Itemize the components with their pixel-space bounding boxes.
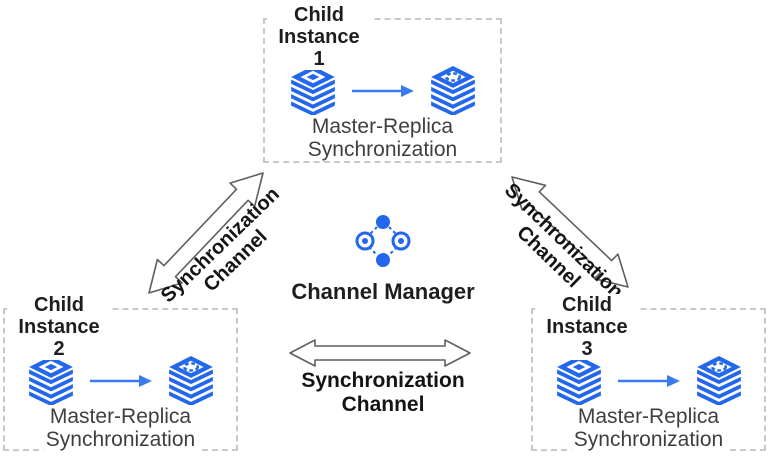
instance-title-line: Instance (546, 316, 628, 338)
sync-channel-label-bottom: Synchronization Channel (263, 369, 503, 417)
instance-title-line: Instance (278, 26, 360, 48)
instance-number: 3 (581, 338, 593, 360)
replication-arrow-icon (89, 375, 152, 387)
caption-line: Master-Replica (577, 405, 720, 428)
master-replica-row (265, 66, 500, 116)
instance-title-line: Instance (18, 316, 100, 338)
database-replica-icon (696, 356, 741, 406)
database-replica-icon (168, 356, 213, 406)
caption-line: Master-Replica (311, 115, 454, 138)
replication-arrow-icon (351, 85, 414, 97)
instance-title-line: Child (562, 294, 612, 316)
instance-title-line: Child (294, 4, 344, 26)
caption-line: Synchronization (307, 138, 458, 161)
master-replica-caption: Master-Replica Synchronization (42, 405, 199, 451)
replication-arrow-icon (617, 375, 680, 387)
instance-number: 1 (313, 48, 325, 70)
child-instance-2-title: Child Instance 2 (7, 294, 111, 360)
caption-line: Master-Replica (49, 405, 192, 428)
child-instance-1-box: Child Instance 1 Master-Replica Synchron… (263, 4, 502, 163)
channel-label-line: Synchronization (301, 369, 465, 392)
child-instance-3-box: Child Instance 3 Master-Replica Synchron… (531, 294, 766, 451)
master-replica-caption: Master-Replica Synchronization (570, 405, 727, 451)
database-replica-icon (430, 66, 475, 116)
channel-manager-hub-icon (355, 215, 411, 267)
child-instance-3-title: Child Instance 3 (535, 294, 639, 360)
caption-line: Synchronization (573, 428, 724, 451)
database-master-icon (28, 356, 73, 406)
sync-channel-arrow-right (511, 176, 629, 288)
master-replica-caption: Master-Replica Synchronization (304, 115, 461, 161)
database-master-icon (290, 66, 335, 116)
sync-channel-arrow-left (148, 172, 264, 294)
master-replica-row (5, 356, 236, 406)
channel-manager-label: Channel Manager (291, 279, 475, 304)
child-instance-1-title: Child Instance 1 (267, 4, 371, 70)
database-master-icon (556, 356, 601, 406)
master-replica-row (533, 356, 764, 406)
caption-line: Synchronization (45, 428, 196, 451)
channel-label-line: Channel (341, 393, 425, 416)
instance-number: 2 (53, 338, 65, 360)
sync-channel-arrow-bottom (289, 339, 471, 367)
instance-title-line: Child (34, 294, 84, 316)
child-instance-2-box: Child Instance 2 Master-Replica Synchron… (3, 294, 238, 451)
